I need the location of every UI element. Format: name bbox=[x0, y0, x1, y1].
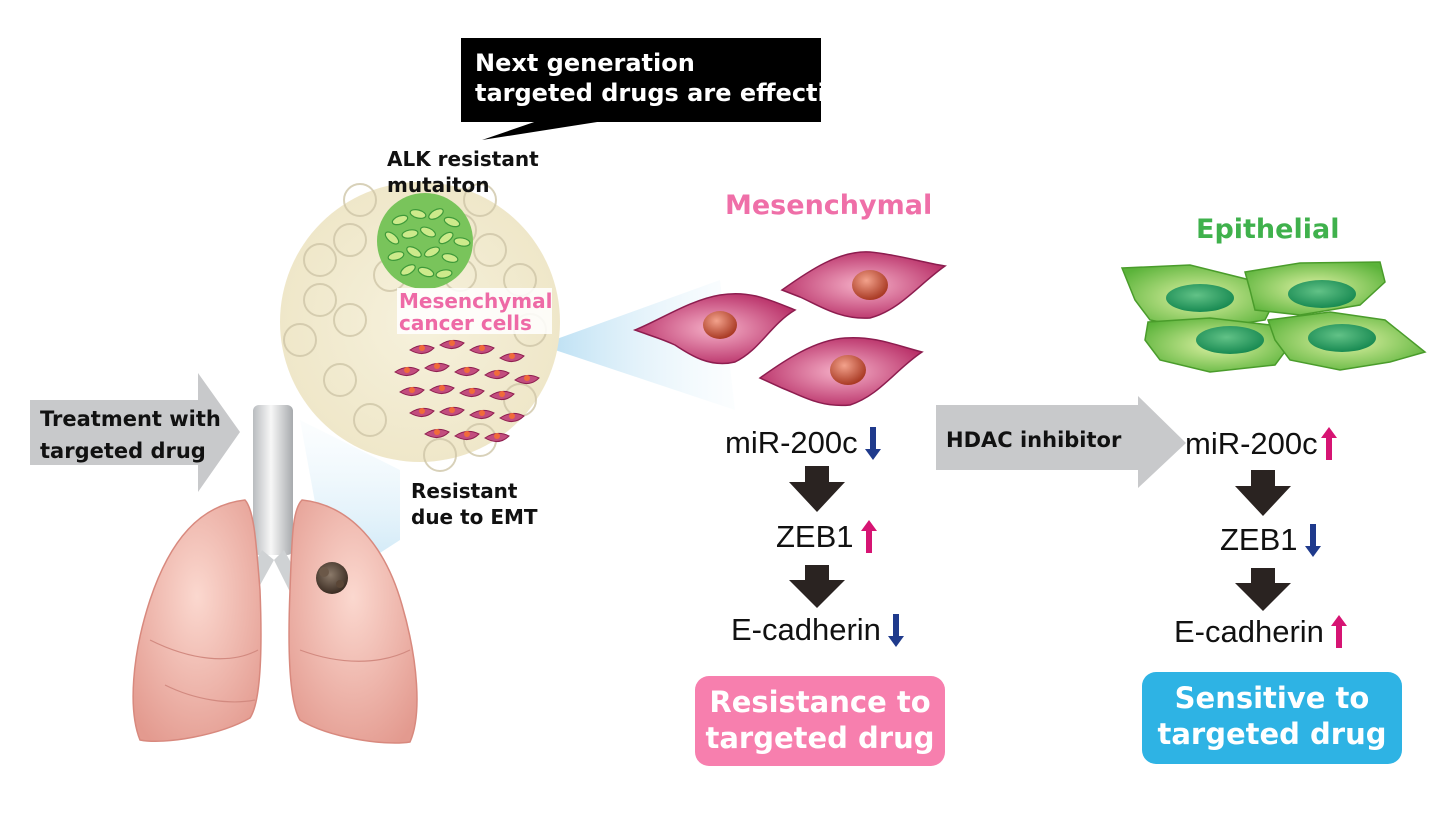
down-arrow-icon bbox=[1304, 524, 1321, 557]
inlay-label: Mesenchymal cancer cells bbox=[399, 290, 553, 334]
callout-box: Next generation targeted drugs are effec… bbox=[461, 38, 858, 122]
flow-arrow-mes-1 bbox=[789, 466, 845, 512]
emt-label-line1: Resistant bbox=[411, 479, 518, 503]
mesenchymal-cells-illustration bbox=[632, 251, 947, 407]
epithelial-cells-illustration bbox=[1120, 261, 1427, 373]
mes-gene-zeb1-label: ZEB1 bbox=[776, 519, 854, 554]
mes-gene-mir200c: miR-200c bbox=[725, 423, 882, 463]
epi-gene-mir200c: miR-200c bbox=[1185, 424, 1338, 464]
mes-gene-ecadherin-label: E-cadherin bbox=[731, 612, 881, 647]
sensitive-line2: targeted drug bbox=[1157, 717, 1387, 751]
sensitive-outcome-box: Sensitive to targeted drug bbox=[1142, 672, 1402, 764]
alk-label: ALK resistant mutaiton bbox=[387, 146, 539, 198]
mesenchymal-title: Mesenchymal bbox=[725, 190, 933, 221]
treatment-line2: targeted drug bbox=[40, 439, 206, 463]
resistance-line1: Resistance to bbox=[709, 685, 931, 719]
epi-gene-zeb1-label: ZEB1 bbox=[1220, 522, 1298, 557]
callout-line1: Next generation bbox=[475, 49, 695, 77]
magnified-tissue-circle bbox=[280, 182, 560, 472]
hdac-arrow-shape bbox=[936, 396, 1186, 488]
inlay-label-line2: cancer cells bbox=[399, 311, 532, 335]
epi-gene-ecadherin-label: E-cadherin bbox=[1174, 614, 1324, 649]
down-arrow-icon bbox=[887, 614, 904, 647]
epithelial-title: Epithelial bbox=[1196, 214, 1340, 245]
mes-gene-zeb1: ZEB1 bbox=[776, 517, 878, 557]
resistance-outcome-box: Resistance to targeted drug bbox=[695, 676, 945, 766]
emt-label-line2: due to EMT bbox=[411, 505, 538, 529]
epi-gene-zeb1: ZEB1 bbox=[1220, 520, 1322, 560]
hdac-arrow-label: HDAC inhibitor bbox=[946, 424, 1121, 456]
alk-label-line1: ALK resistant bbox=[387, 147, 539, 171]
resistance-line2: targeted drug bbox=[705, 721, 935, 755]
callout-tail bbox=[482, 120, 610, 140]
epi-gene-ecadherin: E-cadherin bbox=[1174, 612, 1348, 652]
inlay-label-line1: Mesenchymal bbox=[399, 289, 553, 313]
flow-arrow-epi-2 bbox=[1235, 568, 1291, 611]
sensitive-line1: Sensitive to bbox=[1174, 681, 1370, 715]
alk-label-line2: mutaiton bbox=[387, 173, 490, 197]
callout-line2: targeted drugs are effective bbox=[475, 79, 858, 107]
lungs-illustration bbox=[132, 405, 418, 744]
treatment-arrow-shape bbox=[30, 373, 240, 492]
treatment-line1: Treatment with bbox=[40, 407, 221, 431]
epi-gene-mir200c-label: miR-200c bbox=[1185, 426, 1318, 461]
hdac-label: HDAC inhibitor bbox=[946, 428, 1122, 452]
up-arrow-icon bbox=[1330, 615, 1347, 648]
treatment-arrow-label: Treatment with targeted drug bbox=[40, 403, 221, 467]
mes-gene-mir200c-label: miR-200c bbox=[725, 425, 858, 460]
down-arrow-icon bbox=[864, 427, 881, 460]
emt-label: Resistant due to EMT bbox=[411, 478, 538, 530]
up-arrow-icon bbox=[860, 520, 877, 553]
mes-gene-ecadherin: E-cadherin bbox=[731, 610, 905, 650]
up-arrow-icon bbox=[1320, 427, 1337, 460]
flow-arrow-epi-1 bbox=[1235, 470, 1291, 516]
flow-arrow-mes-2 bbox=[789, 565, 845, 608]
